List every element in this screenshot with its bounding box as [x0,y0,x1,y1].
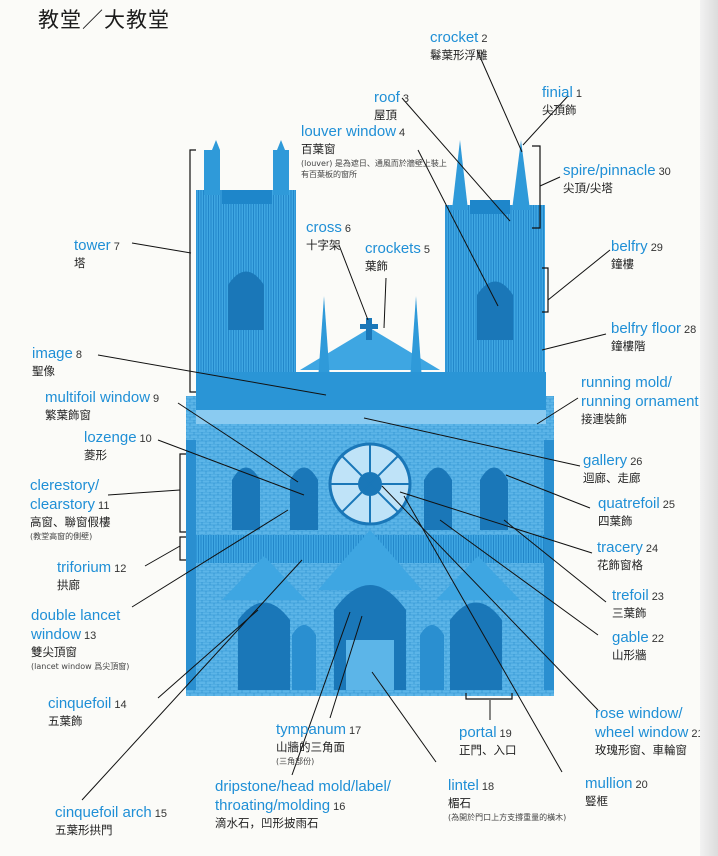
page-edge [700,0,718,856]
page-title: 教堂／大教堂 [38,8,170,32]
label-running-ornament: running mold/ running ornament27接連裝飾 [581,374,714,426]
brackets [179,145,549,700]
label-dripstone: dripstone/head mold/label/ throating/mol… [215,778,391,830]
facade [186,140,554,696]
leader-lines [81,49,611,801]
